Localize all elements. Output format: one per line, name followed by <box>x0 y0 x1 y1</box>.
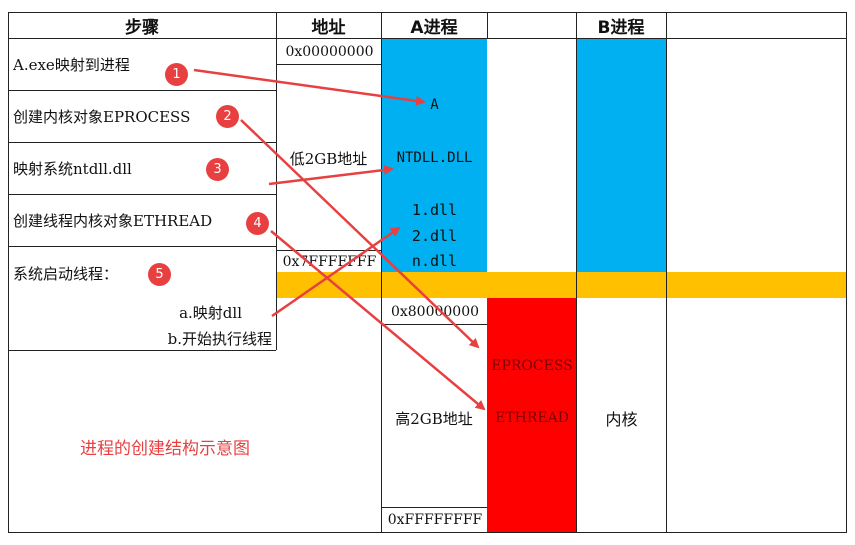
step-label: 创建内核对象EPROCESS <box>13 107 191 126</box>
steps-bottom-line <box>8 350 276 351</box>
kernel-eprocess: EPROCESS <box>491 358 573 374</box>
addr-high-end: 0xFFFFFFFF <box>387 512 483 528</box>
proc-a-exe: A <box>430 97 439 113</box>
addr-high-end-line <box>381 507 487 508</box>
substep-a: a.映射dll <box>8 300 242 324</box>
header-bottom-line <box>8 38 847 39</box>
step-label: A.exe映射到进程 <box>13 55 130 74</box>
step-label: 系统启动线程： <box>13 264 119 283</box>
header-proc-b: B进程 <box>597 17 645 38</box>
substep-b: b.开始执行线程 <box>8 326 272 350</box>
col-line-address <box>381 12 382 533</box>
addr-high-label: 高2GB地址 <box>395 409 473 428</box>
steps-row-line-1 <box>8 90 276 91</box>
col-line-steps <box>276 12 277 350</box>
addr-high-start: 0x80000000 <box>390 304 480 320</box>
step-badge-5: 5 <box>148 263 171 286</box>
proc-a-ntdll: NTDLL.DLL <box>396 150 473 166</box>
kernel-objects-block <box>487 298 577 532</box>
step-3: 映射系统ntdll.dll <box>13 142 275 194</box>
proc-a-dll-2: 2.dll <box>411 227 458 245</box>
col-line-gap <box>576 12 577 533</box>
diagram-caption: 进程的创建结构示意图 <box>80 438 250 459</box>
step-2: 创建内核对象EPROCESS <box>13 90 275 142</box>
step-1: A.exe映射到进程 <box>13 38 275 90</box>
header-proc-a: A进程 <box>410 17 458 38</box>
substep-label: a.映射dll <box>179 303 242 322</box>
table-outer-frame <box>8 12 847 533</box>
addr-low-start-line <box>276 64 381 65</box>
step-5: 系统启动线程： <box>13 248 275 298</box>
addr-low-start: 0x00000000 <box>285 44 374 60</box>
kernel-label: 内核 <box>605 410 638 429</box>
step-badge-3: 3 <box>206 158 229 181</box>
steps-row-line-4 <box>8 246 276 247</box>
step-badge-2: 2 <box>216 105 239 128</box>
step-label: 映射系统ntdll.dll <box>13 159 132 178</box>
proc-b-user-space <box>577 38 666 272</box>
steps-row-line-2 <box>8 142 276 143</box>
proc-a-dll-1: 1.dll <box>411 201 458 219</box>
step-label: 创建线程内核对象ETHREAD <box>13 211 213 230</box>
substep-label: b.开始执行线程 <box>167 329 272 348</box>
addr-low-end: 0x7FFFFFFF <box>282 253 377 270</box>
proc-a-dll-n: n.dll <box>411 252 458 270</box>
addr-high-start-line <box>381 324 487 325</box>
kernel-ethread: ETHREAD <box>495 410 569 426</box>
steps-row-line-3 <box>8 194 276 195</box>
step-badge-4: 4 <box>246 212 269 235</box>
header-steps: 步骤 <box>125 17 159 38</box>
step-4: 创建线程内核对象ETHREAD <box>13 194 275 246</box>
addr-low-label: 低2GB地址 <box>289 149 368 168</box>
header-address: 地址 <box>311 17 346 38</box>
col-line-b <box>666 12 667 533</box>
step-badge-1: 1 <box>165 63 188 86</box>
col-line-a <box>487 12 488 38</box>
